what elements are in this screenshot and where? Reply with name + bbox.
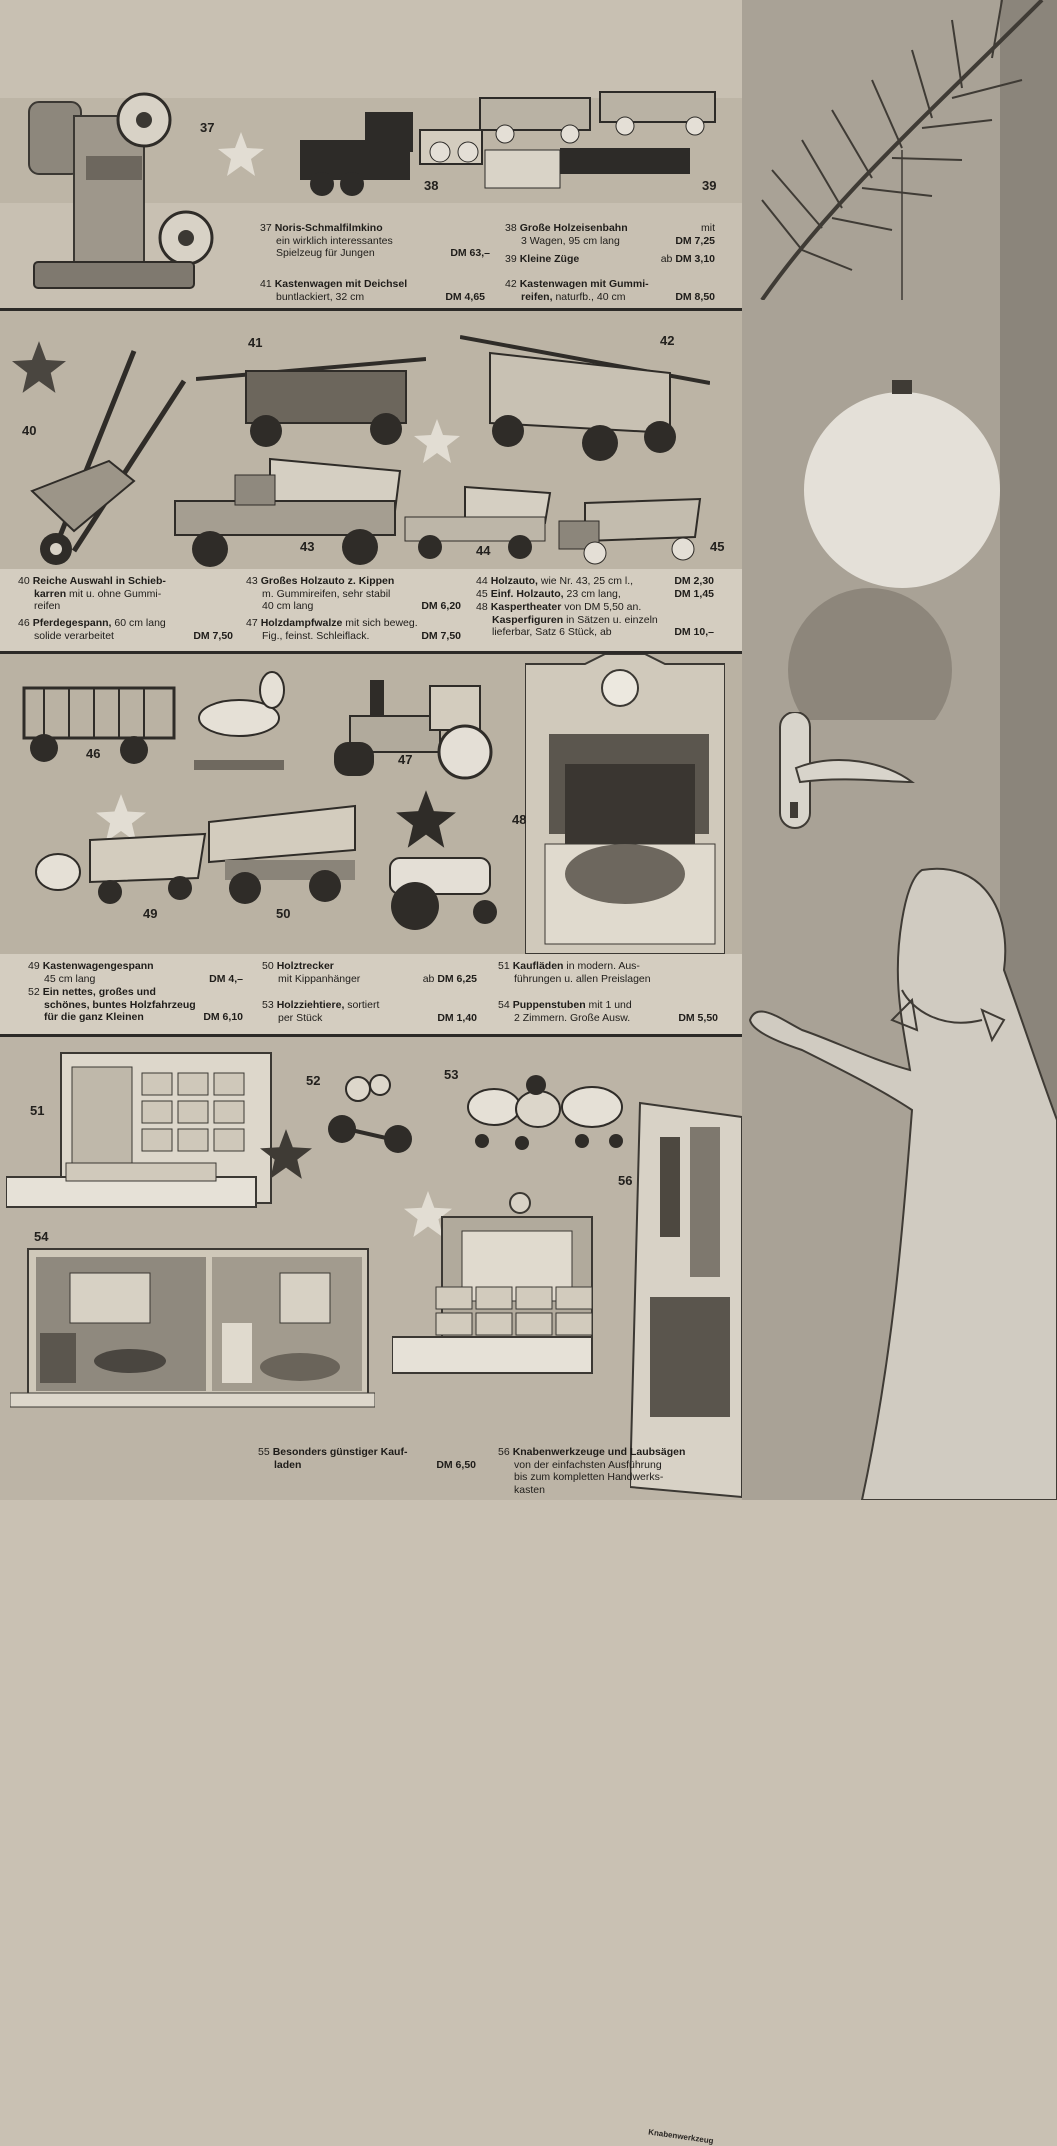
star-icon (218, 132, 264, 176)
item-number-39: 39 (702, 178, 717, 193)
box-cart-team-illustration (35, 832, 207, 904)
caption-strip-row-3 (0, 954, 742, 1034)
item-number-52: 52 (306, 1073, 321, 1088)
caption-strip-row-2 (0, 569, 742, 651)
item-number-56: 56 (618, 1173, 633, 1188)
wheelbarrow-illustration (30, 350, 187, 565)
star-icon (260, 1129, 312, 1179)
item-number-47: 47 (398, 752, 413, 767)
item-number-40: 40 (22, 423, 37, 438)
item-number-44: 44 (476, 543, 491, 558)
rubber-tire-cart-illustration (460, 335, 710, 461)
small-wooden-car-illustration (404, 485, 552, 559)
section-divider (0, 651, 742, 654)
simple-wooden-car-illustration (558, 497, 702, 565)
pull-along-animals-illustration (467, 1075, 623, 1150)
wooden-toy-vehicle-illustration (328, 1074, 412, 1153)
shop-cabinet-illustration (392, 1192, 593, 1374)
christmas-door-illustration (742, 0, 1057, 1500)
item-number-38: 38 (424, 178, 439, 193)
section-divider (0, 308, 742, 311)
christmas-ornament-shadow-illustration (788, 380, 1000, 720)
star-icon (396, 790, 456, 848)
box-cart-illustration (196, 357, 426, 447)
tool-set-illustration (630, 1101, 742, 1499)
steam-roller-illustration (334, 680, 493, 780)
item-number-49: 49 (143, 906, 158, 921)
puppet-theatre-illustration (525, 654, 725, 955)
item-number-48: 48 (512, 812, 527, 827)
item-number-42: 42 (660, 333, 675, 348)
item-number-41: 41 (248, 335, 263, 350)
child-silhouette-illustration (748, 867, 1057, 1500)
item-number-53: 53 (444, 1067, 459, 1082)
star-icon (404, 1191, 452, 1237)
star-icon (12, 341, 66, 393)
wooden-train-illustration (300, 91, 716, 196)
item-number-50: 50 (276, 906, 291, 921)
item-number-45: 45 (710, 539, 725, 554)
item-number-43: 43 (300, 539, 315, 554)
tractor-trailer-illustration (208, 804, 497, 930)
item-number-46: 46 (86, 746, 101, 761)
item-number-51: 51 (30, 1103, 45, 1118)
projector-illustration (28, 92, 214, 289)
fir-branch-illustration (760, 0, 1044, 300)
tool-set-label: Knabenwerkzeug (647, 2127, 715, 2146)
horse-cart-illustration (22, 671, 285, 770)
shop-counter-illustration (6, 1052, 272, 1208)
tipper-truck-illustration (174, 457, 402, 567)
item-number-37: 37 (200, 120, 215, 135)
star-icon (414, 419, 460, 463)
item-number-54: 54 (34, 1229, 49, 1244)
star-icon (96, 794, 146, 842)
section-row-4: 51 52 53 Knabenwerkzeug 56 54 (0, 1037, 742, 2146)
doll-house-illustration (10, 1248, 375, 1408)
section-divider (0, 1034, 742, 1037)
door-handle-icon (779, 712, 915, 829)
